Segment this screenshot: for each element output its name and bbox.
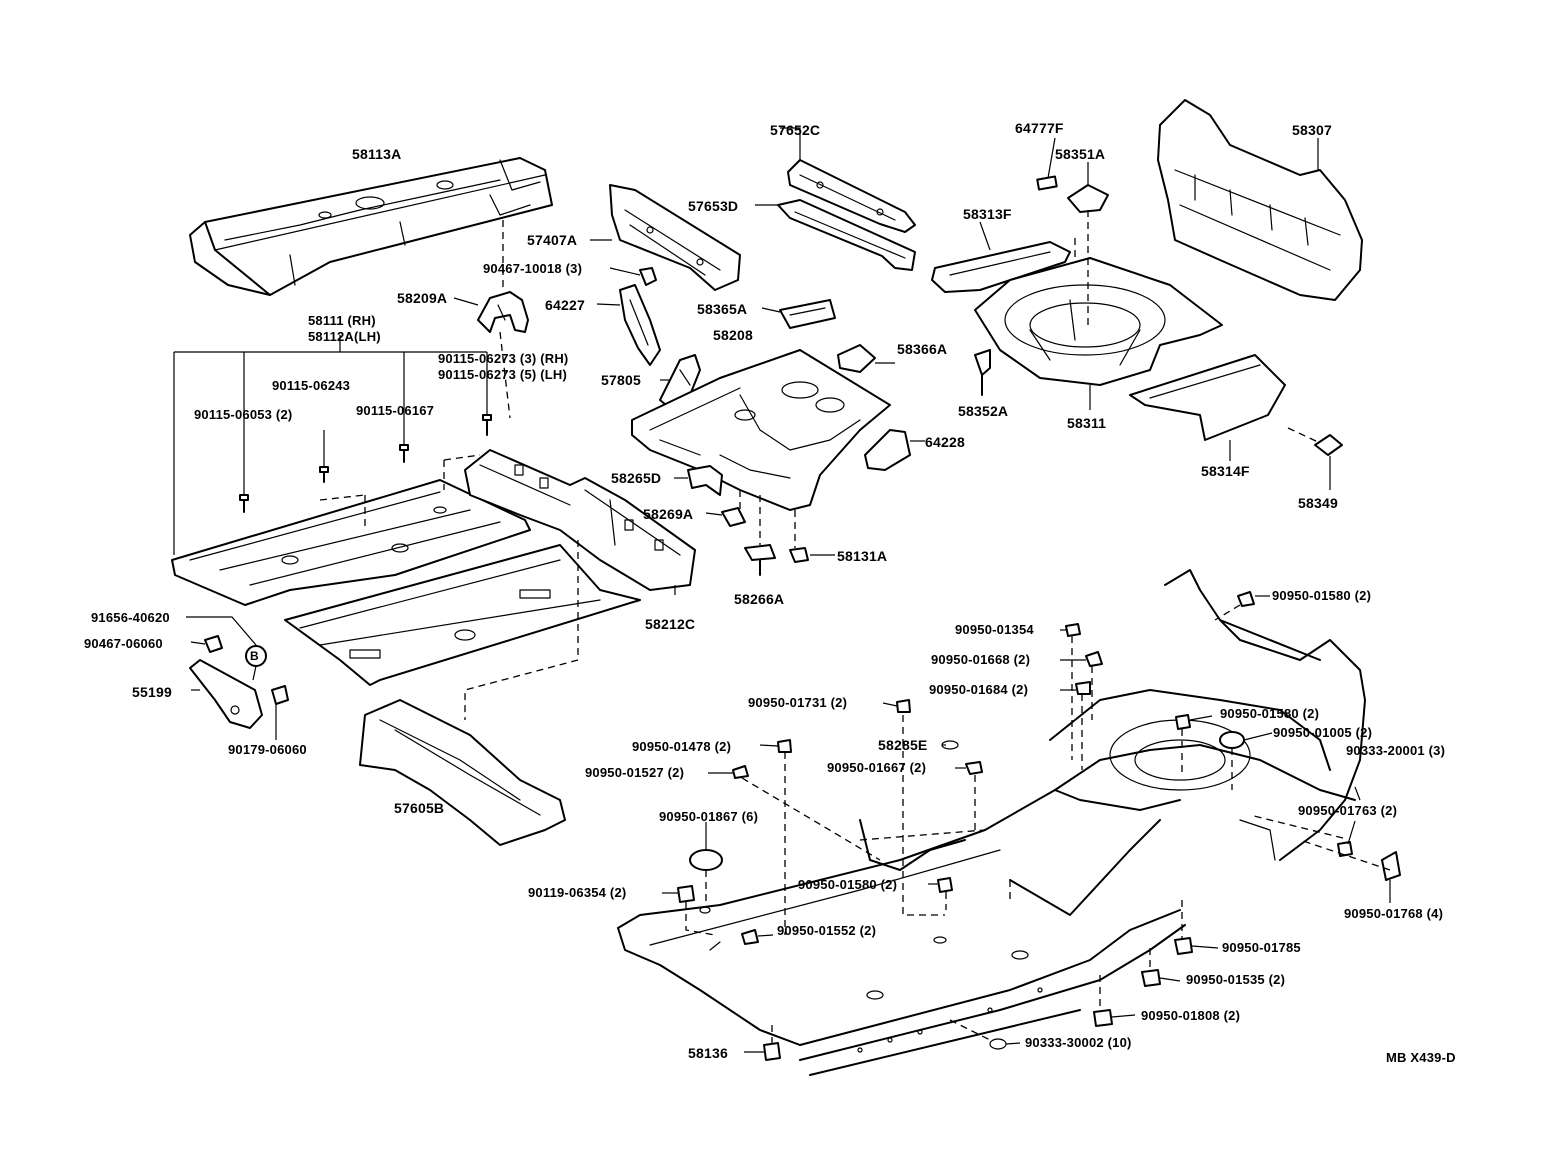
label-58266A: 58266A — [734, 591, 785, 607]
part-58307-drawing — [1157, 99, 1363, 301]
part-58113A-drawing — [189, 157, 553, 296]
part-57653D-drawing — [777, 199, 916, 271]
part-90467-06060-drawing — [204, 635, 223, 653]
part-64227-drawing — [619, 284, 661, 366]
label-58112A: 58112A(LH) — [308, 329, 381, 344]
part-58209A-drawing — [477, 291, 529, 333]
label-58313F: 58313F — [963, 206, 1012, 222]
label-90950-01785: 90950-01785 — [1222, 940, 1301, 955]
label-B-marker: B — [250, 649, 259, 663]
part-57407A-drawing — [609, 184, 741, 291]
label-90950-01580-b: 90950-01580 (2) — [1220, 706, 1320, 721]
part-58212C-drawing — [464, 449, 696, 591]
assembly-dashed-lines — [319, 210, 1391, 1043]
part-58351A-drawing — [1067, 184, 1109, 213]
label-90950-01668: 90950-01668 (2) — [931, 652, 1031, 667]
label-90115-06053: 90115-06053 (2) — [194, 407, 293, 422]
label-58113A: 58113A — [352, 146, 402, 162]
label-58208: 58208 — [713, 327, 753, 343]
label-90115-06167: 90115-06167 — [356, 403, 435, 418]
label-58285E: 58285E — [878, 737, 928, 753]
label-64228: 64228 — [925, 434, 965, 450]
label-58352A: 58352A — [958, 403, 1009, 419]
label-90950-01667: 90950-01667 (2) — [827, 760, 927, 775]
part-57605B-drawing — [359, 699, 566, 846]
label-64777F: 64777F — [1015, 120, 1064, 136]
label-90950-01354: 90950-01354 — [955, 622, 1034, 637]
label-58366A: 58366A — [897, 341, 948, 357]
label-90119-06354: 90119-06354 (2) — [528, 885, 627, 900]
part-58111-58112A-drawing — [171, 479, 531, 606]
label-90950-01867: 90950-01867 (6) — [659, 809, 759, 824]
label-90950-01768: 90950-01768 (4) — [1344, 906, 1444, 921]
part-58365A-drawing — [779, 299, 836, 329]
fasteners-upper — [239, 414, 492, 513]
label-90950-01527: 90950-01527 (2) — [585, 765, 685, 780]
label-58314F: 58314F — [1201, 463, 1250, 479]
label-90950-01535: 90950-01535 (2) — [1186, 972, 1286, 987]
label-57605B: 57605B — [394, 800, 445, 816]
part-58131A-drawing — [789, 547, 809, 563]
label-58265D: 58265D — [611, 470, 662, 486]
label-90950-01684: 90950-01684 (2) — [929, 682, 1029, 697]
part-64777F-drawing — [1036, 175, 1058, 191]
part-58314F-drawing — [1129, 354, 1286, 441]
fasteners-assembly — [677, 591, 1401, 1061]
label-58136: 58136 — [688, 1045, 728, 1061]
label-90333-20001: 90333-20001 (3) — [1346, 743, 1446, 758]
part-front-floor-panel-drawing — [284, 544, 641, 686]
label-58307: 58307 — [1292, 122, 1332, 138]
label-90950-01580-a: 90950-01580 (2) — [1272, 588, 1372, 603]
label-90950-01580-c: 90950-01580 (2) — [798, 877, 898, 892]
label-58311: 58311 — [1067, 415, 1107, 431]
label-58212C: 58212C — [645, 616, 696, 632]
part-58265D-drawing — [687, 465, 723, 496]
label-90179-06060: 90179-06060 — [228, 742, 307, 757]
label-90115-06273-lh: 90115-06273 (5) (LH) — [438, 367, 568, 382]
label-90950-01552: 90950-01552 (2) — [777, 923, 877, 938]
part-64228-drawing — [864, 429, 911, 471]
part-57652C-drawing — [787, 159, 916, 233]
part-58349-drawing — [1314, 434, 1343, 456]
part-58208-drawing — [631, 349, 891, 511]
part-58266A-drawing — [744, 544, 776, 576]
label-57652C: 57652C — [770, 122, 821, 138]
label-58111: 58111 (RH) — [308, 313, 376, 328]
label-58365A: 58365A — [697, 301, 748, 317]
part-91656-40620-drawing — [245, 645, 267, 667]
label-90467-10018: 90467-10018 (3) — [483, 261, 583, 276]
part-58311-drawing — [974, 257, 1223, 386]
label-90115-06243: 90115-06243 — [272, 378, 351, 393]
label-90467-06060: 90467-06060 — [84, 636, 163, 651]
label-57653D: 57653D — [688, 198, 739, 214]
label-58131A: 58131A — [837, 548, 888, 564]
leader-lines — [173, 127, 1391, 1053]
label-58269A: 58269A — [643, 506, 694, 522]
label-57407A: 57407A — [527, 232, 578, 248]
diagram-code: MB X439-D — [1386, 1050, 1456, 1065]
assembled-floor-body-drawing — [617, 569, 1366, 1076]
part-58269A-drawing — [721, 507, 746, 527]
label-58349: 58349 — [1298, 495, 1338, 511]
label-90950-01005: 90950-01005 (2) — [1273, 725, 1373, 740]
part-58366A-drawing — [837, 344, 876, 373]
label-58351A: 58351A — [1055, 146, 1106, 162]
part-55199-drawing — [189, 659, 263, 729]
label-91656-40620: 91656-40620 — [91, 610, 170, 625]
label-57805: 57805 — [601, 372, 641, 388]
label-90950-01763: 90950-01763 (2) — [1298, 803, 1398, 818]
part-90179-06060-drawing — [271, 685, 289, 705]
label-90115-06273-rh: 90115-06273 (3) (RH) — [438, 351, 569, 366]
label-64227: 64227 — [545, 297, 585, 313]
part-90467-10018-drawing — [639, 267, 657, 286]
label-90950-01478: 90950-01478 (2) — [632, 739, 732, 754]
label-55199: 55199 — [132, 684, 172, 700]
label-90333-30002: 90333-30002 (10) — [1025, 1035, 1132, 1050]
label-90950-01808: 90950-01808 (2) — [1141, 1008, 1241, 1023]
label-58209A: 58209A — [397, 290, 448, 306]
label-90950-01731: 90950-01731 (2) — [748, 695, 848, 710]
